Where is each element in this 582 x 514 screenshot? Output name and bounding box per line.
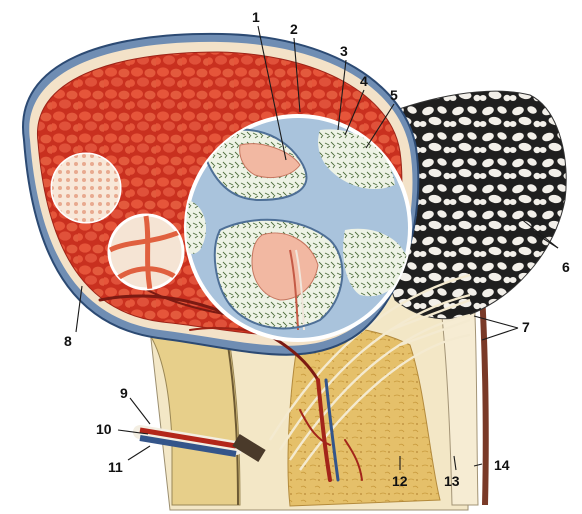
label-11: 11 (108, 459, 123, 475)
label-3: 3 (340, 43, 348, 59)
label-6: 6 (562, 259, 570, 275)
label-12: 12 (392, 473, 408, 489)
label-7: 7 (522, 319, 530, 335)
label-13: 13 (444, 473, 460, 489)
label-10: 10 (96, 421, 112, 437)
label-1: 1 (252, 9, 260, 25)
label-8: 8 (64, 333, 72, 349)
inset-circle-trabecula (109, 215, 185, 290)
label-4: 4 (360, 73, 368, 89)
label-2: 2 (290, 21, 298, 37)
label-5: 5 (390, 87, 398, 103)
label-9: 9 (120, 385, 128, 401)
label-14: 14 (494, 457, 510, 473)
